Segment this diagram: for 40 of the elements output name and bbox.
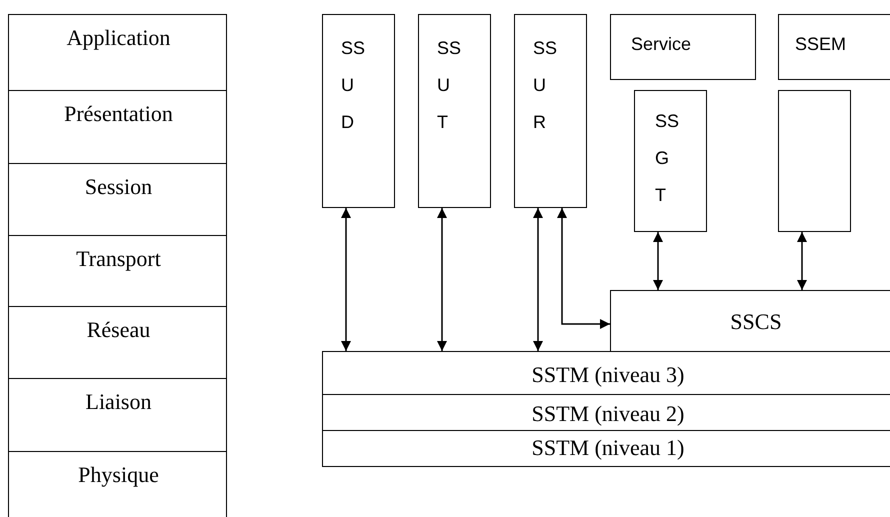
layer-box: [322, 394, 890, 432]
layer-box: [8, 90, 227, 164]
arrow: [557, 208, 610, 329]
arrow: [341, 208, 351, 351]
box-label: Transport: [75, 246, 162, 272]
module-box: [514, 14, 587, 208]
service-box: [610, 14, 756, 80]
layer-box: [8, 235, 227, 307]
box-label: SSTM (niveau 1): [530, 435, 686, 461]
layer-box: [8, 14, 227, 91]
arrow: [437, 208, 447, 351]
box-label: Physique: [77, 462, 160, 488]
module-box: [634, 90, 707, 232]
module-box: [778, 14, 890, 80]
module-box: [322, 14, 395, 208]
layer-box: [8, 163, 227, 236]
box-label: SSTM (niveau 2): [530, 401, 686, 427]
arrow: [653, 232, 663, 290]
layer-box: [322, 430, 890, 467]
module-box: [610, 290, 890, 352]
box-label: Réseau: [86, 317, 152, 343]
layer-box: [8, 306, 227, 379]
box-label: SS G T: [655, 110, 680, 207]
box-label: Session: [84, 174, 154, 200]
arrow: [797, 232, 807, 290]
box-label: SSCS: [729, 309, 783, 335]
module-box: [778, 90, 851, 232]
box-label: Liaison: [84, 389, 152, 415]
arrow: [533, 208, 543, 351]
layer-box: [8, 451, 227, 517]
box-label: SS U R: [533, 37, 558, 134]
box-label: SS U T: [437, 37, 462, 134]
box-label: Application: [66, 25, 172, 51]
layer-box: [8, 378, 227, 452]
box-label: Présentation: [63, 101, 174, 127]
box-label: SS U D: [341, 37, 366, 134]
box-label: Service: [631, 34, 692, 55]
box-label: SSEM: [795, 34, 848, 55]
module-box: [418, 14, 491, 208]
box-label: SSTM (niveau 3): [530, 362, 686, 388]
